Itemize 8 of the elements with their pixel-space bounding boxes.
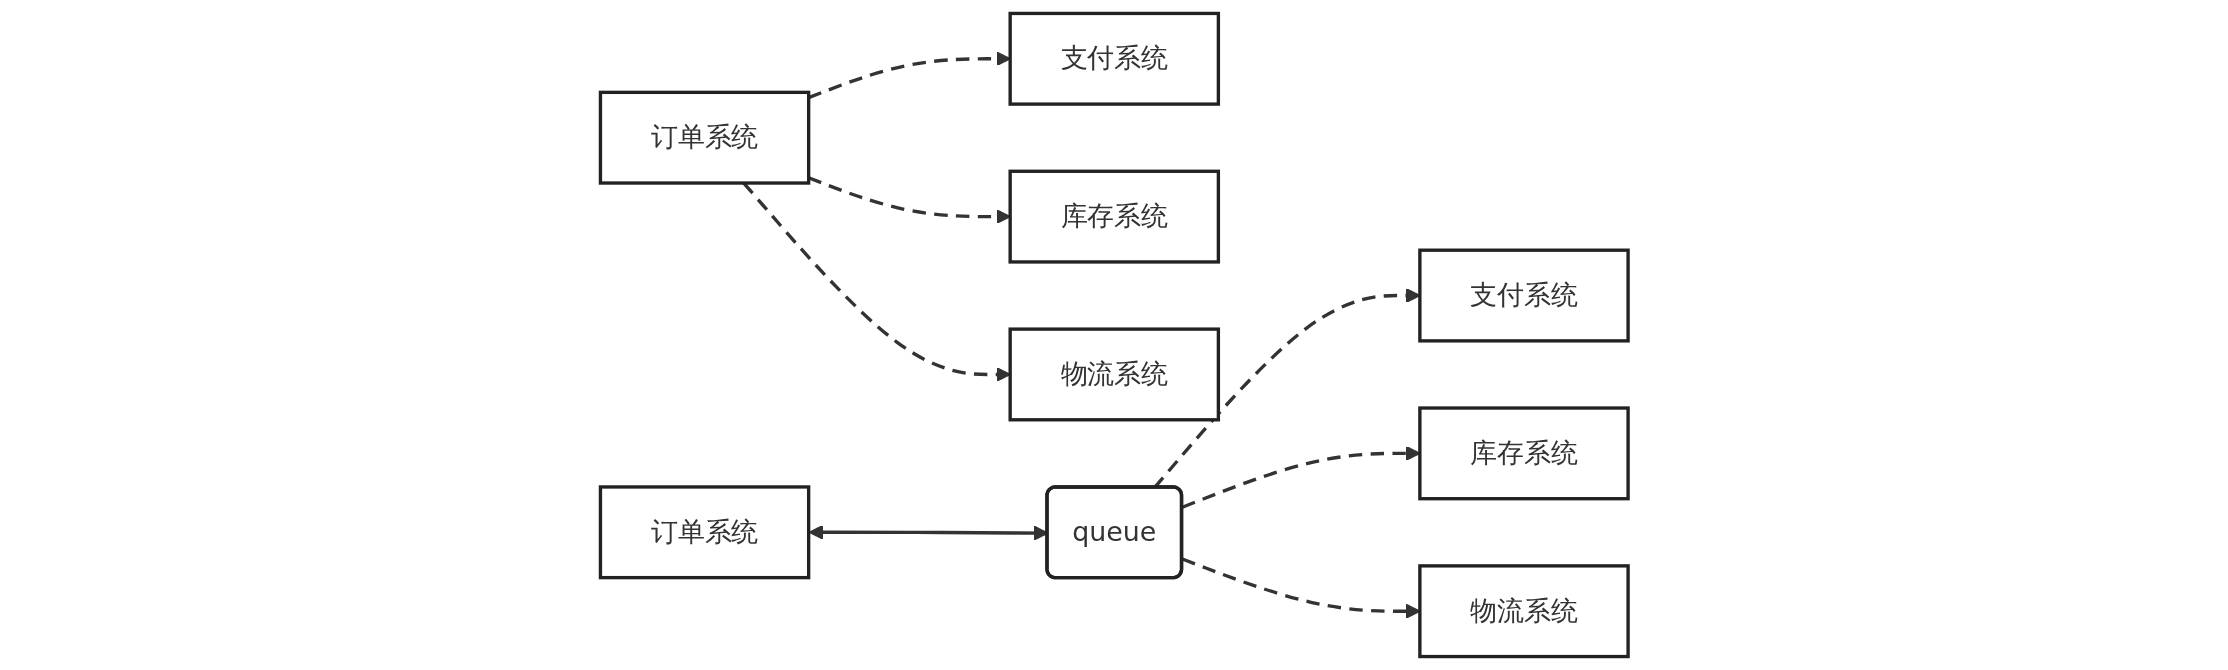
node-box: 库存系统 (1417, 406, 1630, 501)
node-box: 库存系统 (1008, 169, 1220, 264)
node-box: 物流系统 (1417, 564, 1630, 659)
node-box: 订单系统 (598, 90, 811, 185)
node-box: 支付系统 (1008, 11, 1220, 106)
node-box: 订单系统 (598, 485, 811, 580)
node-box: 支付系统 (1417, 248, 1630, 343)
node-box: 物流系统 (1008, 327, 1220, 422)
